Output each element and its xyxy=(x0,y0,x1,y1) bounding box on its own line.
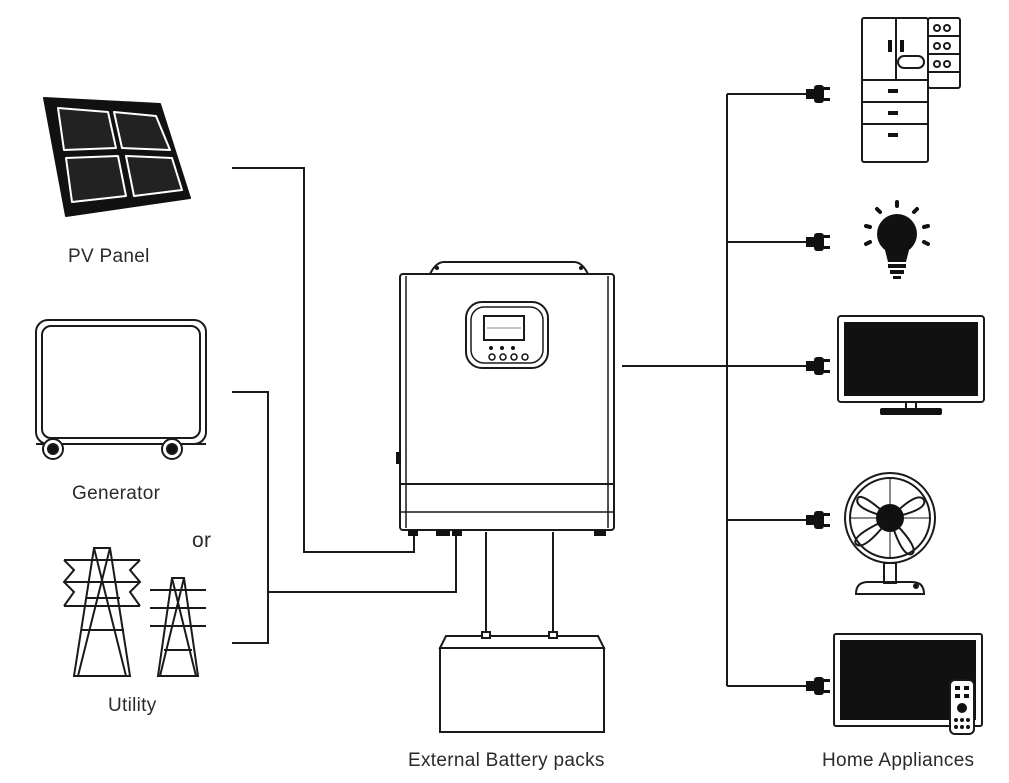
power-tower-icon xyxy=(62,547,206,677)
plug-icon xyxy=(806,85,830,103)
inverter-display xyxy=(465,301,549,369)
generator-icon xyxy=(35,319,207,460)
solar-panel-icon xyxy=(43,97,191,217)
plug-icon xyxy=(806,677,830,695)
battery-label: External Battery packs xyxy=(408,750,605,771)
light-bulb-icon xyxy=(864,200,930,279)
refrigerator-icon xyxy=(861,17,961,163)
battery-icon xyxy=(438,631,606,733)
generator-wire xyxy=(232,391,269,644)
utility-label: Utility xyxy=(108,695,157,716)
plug-icon xyxy=(806,357,830,375)
or-label: or xyxy=(192,529,212,552)
pv-wire xyxy=(232,167,415,553)
plug-icon xyxy=(806,511,830,529)
tv-icon xyxy=(833,633,983,727)
wires xyxy=(232,93,820,687)
appliances-label: Home Appliances xyxy=(822,750,975,771)
monitor-icon xyxy=(837,315,985,415)
fan-icon xyxy=(844,472,936,595)
plugs xyxy=(806,85,830,695)
grid-wire xyxy=(268,532,457,593)
generator-label: Generator xyxy=(72,483,161,504)
pv-panel-label: PV Panel xyxy=(68,246,150,267)
inverter-icon xyxy=(396,261,615,536)
plug-icon xyxy=(806,233,830,251)
remote-control-icon xyxy=(949,679,975,735)
